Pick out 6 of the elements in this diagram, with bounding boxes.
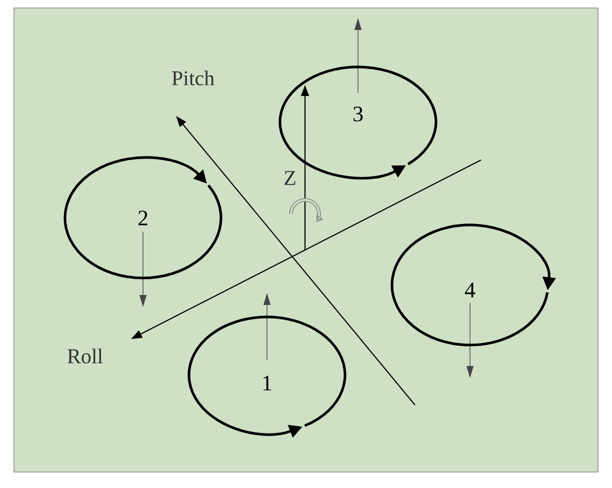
node-label: 1: [263, 376, 272, 390]
axis-label: Roll: [68, 348, 103, 364]
axis-label: Pitch: [172, 70, 214, 86]
node-label: 4: [464, 282, 476, 298]
node-label: 2: [138, 210, 148, 226]
node-label: 3: [354, 106, 363, 122]
